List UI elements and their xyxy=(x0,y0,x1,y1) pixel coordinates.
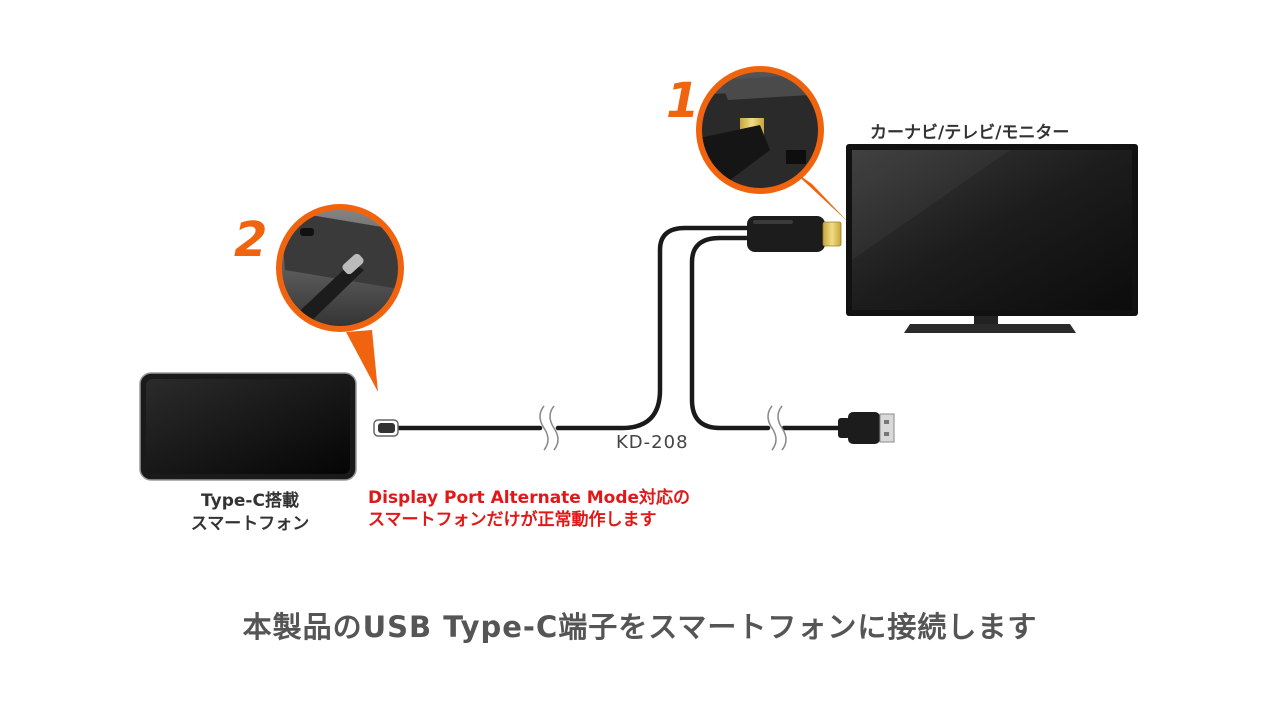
cable-break-mark-right xyxy=(767,405,787,451)
tv-label: カーナビ/テレビ/モニター xyxy=(870,123,1070,143)
phone-label-line-2: スマートフォン xyxy=(190,514,310,534)
callout-2-usb-c-port-closeup: 2 xyxy=(234,204,404,392)
callout-number-1: 1 xyxy=(666,73,699,129)
model-name: KD-208 xyxy=(616,432,689,453)
phone-label-line-1: Type-C搭載 xyxy=(201,491,299,511)
instruction-caption: 本製品のUSB Type-C端子をスマートフォンに接続します xyxy=(242,610,1038,644)
usb-c-connector xyxy=(373,419,399,437)
compatibility-note-line-2: スマートフォンだけが正常動作します xyxy=(368,510,657,530)
tv-monitor xyxy=(846,144,1138,333)
callout-number-2: 2 xyxy=(234,212,267,268)
hdmi-connector xyxy=(747,216,842,252)
kd-208-cable xyxy=(392,225,845,431)
cable-break-mark-left xyxy=(539,405,559,451)
compatibility-note: Display Port Alternate Mode対応の スマートフォンだけ… xyxy=(368,487,690,531)
phone-label: Type-C搭載 スマートフォン xyxy=(160,490,340,536)
usb-a-connector xyxy=(838,412,895,444)
smartphone xyxy=(139,372,357,481)
compatibility-note-line-1: Display Port Alternate Mode対応の xyxy=(368,488,691,508)
callout-1-hdmi-port-closeup: 1 xyxy=(666,66,848,222)
